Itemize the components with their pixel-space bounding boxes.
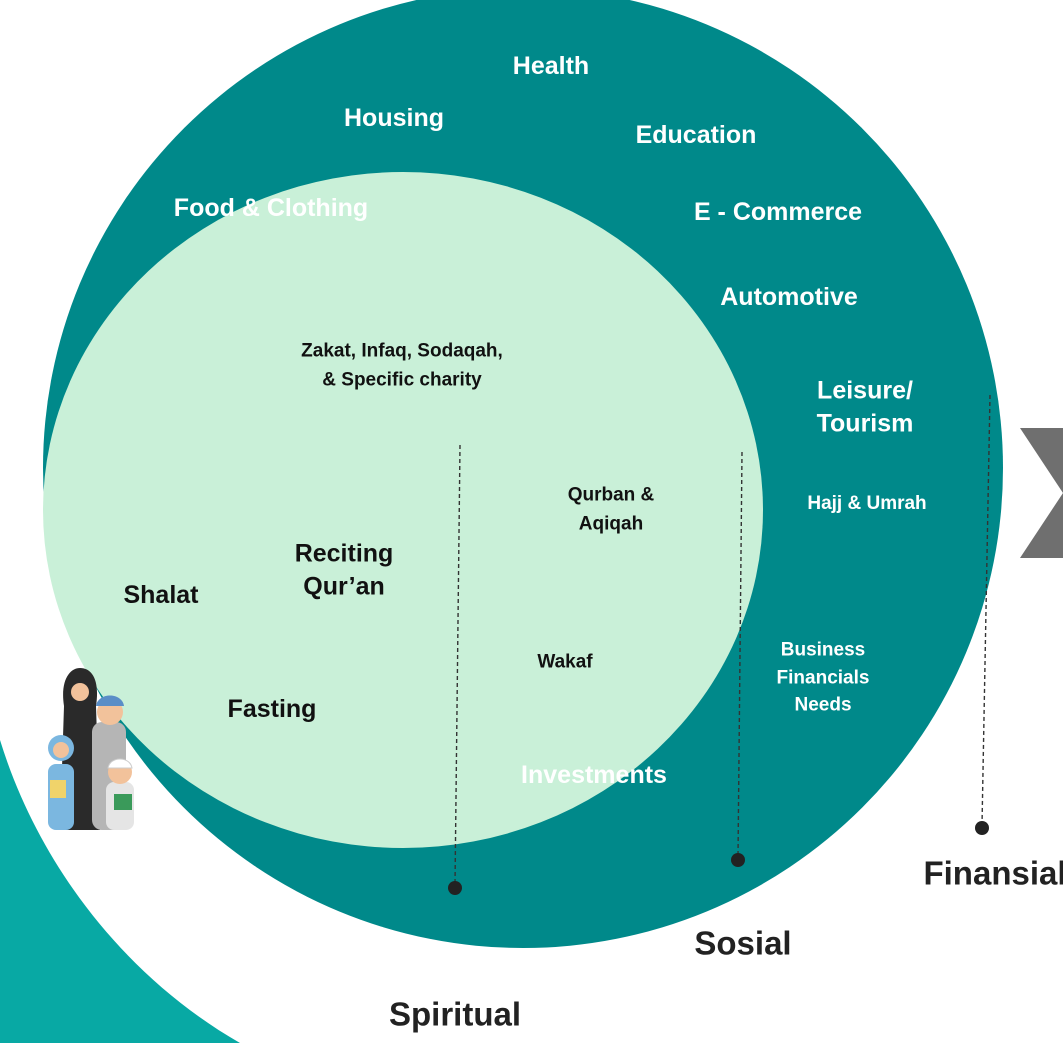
label-education: Education <box>635 120 757 149</box>
inner-circle <box>43 172 763 848</box>
label-qurban: Qurban & Aqiqah <box>567 484 655 535</box>
leader-line-finansial <box>981 394 991 826</box>
leader-line-spiritual <box>454 444 461 886</box>
category-finansial: Finansial <box>923 854 1063 892</box>
label-e-commerce: E - Commerce <box>693 197 863 226</box>
leader-line-sosial <box>737 451 743 858</box>
label-food-clothing: Food & Clothing <box>173 193 369 222</box>
label-zakat: Zakat, Infaq, Sodaqah, & Specific charit… <box>301 340 503 391</box>
label-fasting: Fasting <box>227 694 317 723</box>
label-reciting: Reciting Qur’an <box>294 539 394 601</box>
label-shalat: Shalat <box>123 580 199 609</box>
category-spiritual: Spiritual <box>388 995 522 1033</box>
label-health: Health <box>512 51 590 80</box>
label-hajj-umrah: Hajj & Umrah <box>807 493 927 515</box>
chevron-arrow-icon <box>1020 428 1063 558</box>
label-leisure-tourism: Leisure/ Tourism <box>816 376 914 438</box>
label-housing: Housing <box>344 103 444 132</box>
leader-dot-spiritual <box>448 881 462 895</box>
family-illustration <box>48 668 134 830</box>
label-automotive: Automotive <box>720 282 858 311</box>
category-sosial: Sosial <box>694 924 792 962</box>
label-wakaf: Wakaf <box>537 651 593 673</box>
label-business-financials: Business Financials Needs <box>776 639 870 716</box>
leader-dot-sosial <box>731 853 745 867</box>
teal-swoosh <box>0 740 240 1043</box>
leader-dot-finansial <box>975 821 989 835</box>
label-investments: Investments <box>521 760 667 789</box>
